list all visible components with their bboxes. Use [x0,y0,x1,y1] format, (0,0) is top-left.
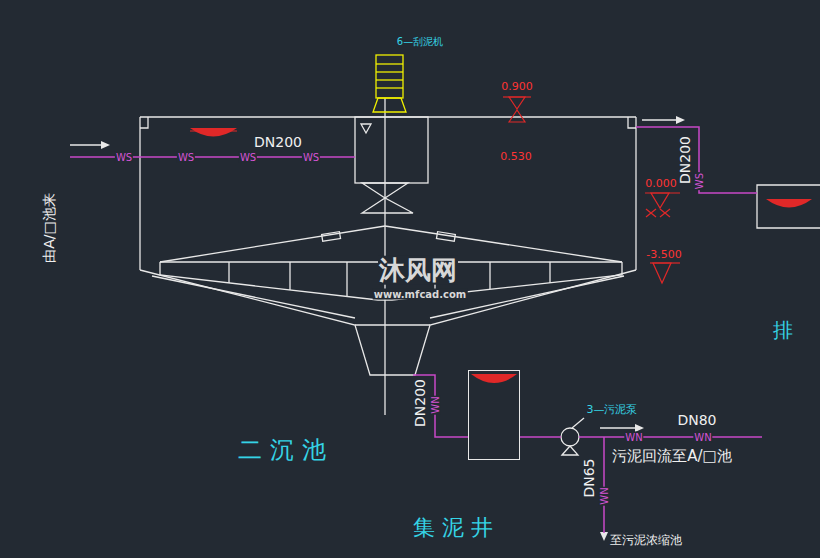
pipe-code: WS [302,152,320,163]
pipe-code: WN [693,432,712,443]
elevation-mark: 0.530 [500,151,532,163]
flow-note: 污泥回流至A/□池 [612,448,732,465]
cut-label: 排 [773,319,793,341]
pipe-size: DN200 [254,135,302,150]
sludge-pipe [413,375,468,437]
pipe-size: DN200 [413,379,428,427]
pipe-code: WN [430,395,441,414]
watermark: www.mfcad.com [373,289,468,300]
elevation-mark: 0.000 [645,178,677,190]
sludge-well: 集 泥 井 [468,370,520,460]
callout-label: 6—刮泥机 [397,36,443,47]
elevation-mark: -3.500 [646,249,681,261]
sludge-pipe [520,436,561,438]
elevation-mark: 0.900 [501,81,533,93]
sludge-pump: 3—污泥泵 [561,428,579,446]
pipe-code: WN [599,486,610,505]
well-title: 集 泥 井 [413,516,493,540]
pipe-code: WS [694,172,705,190]
flow-note: 至污泥浓缩池 [610,534,682,547]
pipe-code: WN [624,432,643,443]
pipe-code: WS [177,152,195,163]
pump-callout: 3—污泥泵 [587,404,638,416]
tank-title: 二 沉 池 [238,437,325,463]
inlet-note: 由A/□池来 [42,193,57,263]
pipe-size: DN200 [678,136,693,184]
watermark: 沐风网 [378,256,458,285]
pipe-size: DN65 [582,458,597,497]
pipe-size: DN80 [677,413,716,428]
pipe-code: WS [239,152,257,163]
clarifier-tank: 二 沉 池 [140,117,636,375]
pipe-code: WS [115,152,133,163]
